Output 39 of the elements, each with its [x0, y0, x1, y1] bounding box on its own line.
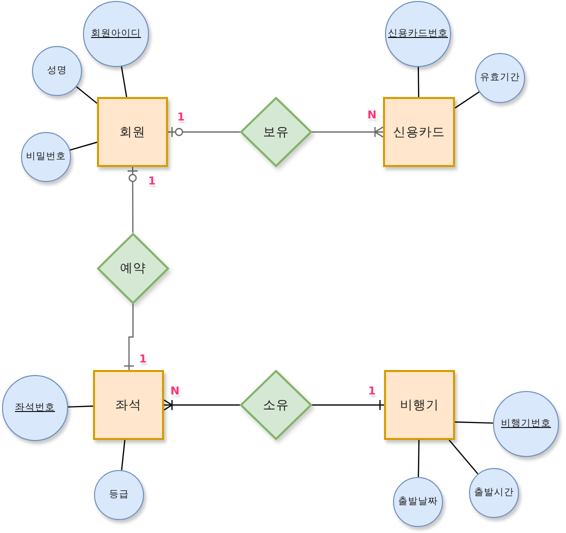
cardinality-label: 1: [139, 354, 147, 364]
relationship-diamond: 예약: [97, 232, 169, 304]
cardinality-label: N: [170, 386, 180, 396]
attribute-circle: 회원아이디: [83, 1, 149, 67]
attribute-circle: 등급: [94, 470, 144, 520]
connector-line: [418, 67, 420, 97]
connector-line: [76, 86, 98, 104]
relationship-line: [312, 126, 384, 138]
relationship-line: [123, 304, 135, 370]
relationship-diamond: 소유: [240, 370, 312, 440]
cardinality-label: 1: [148, 176, 156, 186]
attribute-circle: 출발날짜: [393, 477, 443, 527]
attribute-circle: 성명: [32, 46, 82, 96]
entity-box: 비행기: [384, 370, 455, 440]
attribute-circle: 신용카드번호: [385, 1, 451, 67]
connector-line: [448, 440, 478, 474]
relationship-line: [163, 399, 240, 411]
connector-line: [120, 66, 128, 98]
attribute-circle: 비밀번호: [21, 132, 71, 182]
entity-box: 회원: [97, 97, 168, 167]
connector-line: [70, 142, 98, 151]
relationship-line: [168, 126, 240, 138]
attribute-circle: 출발시간: [469, 468, 519, 518]
connector-line: [454, 91, 480, 108]
relationship-line: [312, 399, 384, 411]
attribute-circle: 유효기간: [475, 53, 525, 103]
connector-line: [121, 440, 126, 470]
relationship-line: [127, 167, 138, 233]
cardinality-label: 1: [177, 112, 185, 122]
attribute-circle: 비행기번호: [493, 391, 559, 457]
cardinality-label: N: [367, 110, 377, 120]
connector-line: [454, 421, 494, 424]
entity-box: 신용카드: [383, 97, 455, 167]
connector-line: [418, 440, 420, 478]
entity-box: 좌석: [93, 370, 164, 440]
attribute-circle: 좌석번호: [2, 375, 68, 441]
cardinality-label: 1: [368, 386, 376, 396]
relationship-diamond: 보유: [240, 97, 312, 167]
connector-line: [68, 406, 94, 408]
